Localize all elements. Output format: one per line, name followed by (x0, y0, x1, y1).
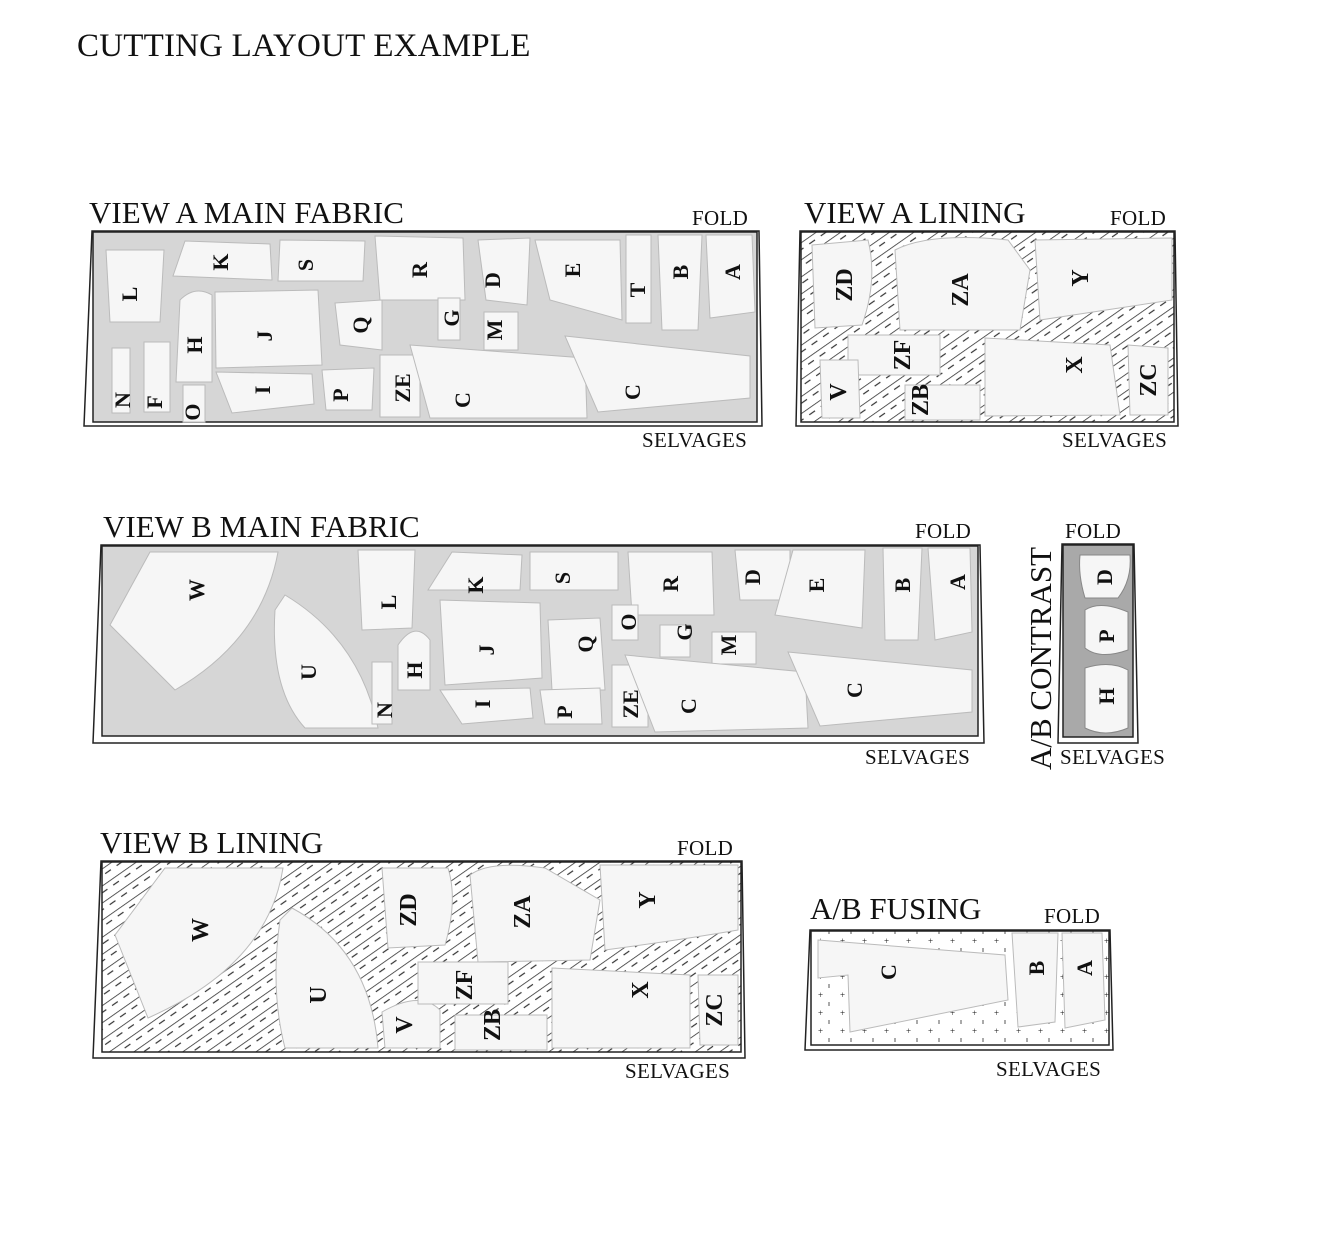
selvages-label: SELVAGES (865, 745, 971, 769)
piece-label: H (182, 336, 207, 353)
fold-label: FOLD (1065, 519, 1122, 543)
ab-fusing-layout: C B A (804, 929, 1114, 1051)
piece-label: Q (348, 316, 373, 333)
piece-label: ZC (702, 993, 728, 1026)
piece-label: E (804, 578, 829, 593)
piece-label: R (658, 575, 683, 592)
piece-label: P (1094, 629, 1119, 642)
piece-label: W (184, 579, 209, 601)
piece-label: ZF (452, 970, 478, 1001)
piece-label: O (616, 613, 641, 630)
piece-label: U (296, 664, 321, 680)
piece-label: Y (635, 891, 661, 908)
piece-label: C (676, 698, 701, 714)
piece-label: X (628, 981, 654, 999)
view-b-lining-layout: W U ZD ZA Y V ZF ZB X ZC (92, 860, 746, 1059)
fold-label: FOLD (692, 206, 749, 230)
view-b-main-piece-labels: W U L K S R D E B A N H J Q O G M I P ZE… (184, 569, 970, 719)
piece-label: C (620, 384, 645, 400)
piece-label: K (208, 253, 233, 270)
view-b-lining-title: VIEW B LINING (100, 825, 324, 860)
piece-label: D (740, 569, 765, 585)
piece-label: M (482, 319, 507, 340)
piece-label: L (117, 287, 142, 302)
piece-label: T (625, 282, 650, 297)
piece-label: B (668, 264, 693, 279)
piece-label: U (306, 986, 332, 1003)
piece-label: P (328, 388, 353, 401)
piece-label: M (716, 634, 741, 655)
piece-label: X (1062, 356, 1088, 374)
view-b-lining-piece-labels: W U ZD ZA Y V ZF ZB X ZC (188, 891, 728, 1041)
piece-label: ZE (390, 373, 415, 402)
ab-fusing-piece-labels: C B A (876, 960, 1097, 980)
piece-label: A (945, 574, 970, 590)
piece-label: ZA (510, 895, 536, 929)
selvages-label: SELVAGES (625, 1059, 731, 1083)
piece-label: P (552, 705, 577, 718)
fold-label: FOLD (1110, 206, 1167, 230)
view-a-main-layout: L K S R D E T B A H J Q G M N F O I P ZE… (83, 230, 763, 427)
piece-label: A (720, 264, 745, 280)
piece-label: H (402, 661, 427, 678)
piece-label: ZC (1136, 363, 1162, 396)
fold-label: FOLD (915, 519, 972, 543)
piece-label: G (672, 623, 697, 640)
piece-label: Q (573, 635, 598, 652)
piece-label: A (1072, 960, 1097, 976)
piece-label: L (376, 595, 401, 610)
piece-label: ZF (890, 340, 916, 371)
piece-label: I (250, 386, 275, 395)
selvages-label: SELVAGES (1060, 745, 1166, 769)
piece-label: K (463, 576, 488, 593)
piece-label: D (1092, 569, 1117, 585)
piece-label: R (407, 261, 432, 278)
view-b-main-title: VIEW B MAIN FABRIC (103, 509, 420, 544)
piece-label: B (890, 577, 915, 592)
piece-label: N (110, 392, 135, 408)
view-a-main-piece-labels: L K S R D E T B A H J Q G M N F O I P ZE… (110, 253, 745, 420)
piece-label: W (188, 918, 214, 942)
selvages-label: SELVAGES (1062, 428, 1168, 452)
piece-label: S (550, 572, 575, 584)
piece-label: ZE (618, 689, 643, 718)
page-title: CUTTING LAYOUT EXAMPLE (77, 28, 531, 64)
piece-label: V (392, 1016, 418, 1034)
piece-label: ZD (396, 893, 422, 926)
piece-label: V (826, 383, 852, 401)
piece-label: ZB (480, 1009, 506, 1041)
piece-label: J (252, 331, 277, 342)
view-b-main-layout: W U L K S R D E B A N H J Q O G M I P ZE… (92, 544, 985, 744)
view-a-main-title: VIEW A MAIN FABRIC (89, 195, 404, 230)
piece-label: ZB (908, 384, 934, 416)
fold-label: FOLD (1044, 904, 1101, 928)
piece-label: Y (1068, 269, 1094, 286)
piece-label: O (180, 403, 205, 420)
fold-label: FOLD (677, 836, 734, 860)
ab-contrast-piece-labels: D P H (1092, 569, 1119, 705)
piece-label: N (372, 702, 397, 718)
piece-label: ZA (948, 273, 974, 307)
piece-label: C (876, 964, 901, 980)
piece-label: E (560, 263, 585, 278)
piece-label: D (480, 272, 505, 288)
selvages-label: SELVAGES (642, 428, 748, 452)
piece-label: J (474, 645, 499, 656)
piece-label: C (450, 392, 475, 408)
piece-label: C (842, 682, 867, 698)
view-a-lining-piece-labels: ZD ZA Y ZF V ZB X ZC (826, 268, 1162, 416)
selvages-label: SELVAGES (996, 1057, 1102, 1081)
piece-label: ZD (832, 268, 858, 301)
piece-label: S (293, 259, 318, 271)
piece-label: I (470, 700, 495, 709)
piece-label: B (1024, 960, 1049, 975)
view-a-lining-layout: ZD ZA Y ZF V ZB X ZC (795, 230, 1179, 427)
ab-contrast-layout: D P H (1057, 543, 1139, 744)
piece-label: F (142, 395, 167, 408)
piece-label: H (1094, 687, 1119, 704)
piece-label: G (439, 309, 464, 326)
view-a-lining-title: VIEW A LINING (804, 195, 1026, 230)
ab-fusing-title: A/B FUSING (810, 891, 982, 926)
